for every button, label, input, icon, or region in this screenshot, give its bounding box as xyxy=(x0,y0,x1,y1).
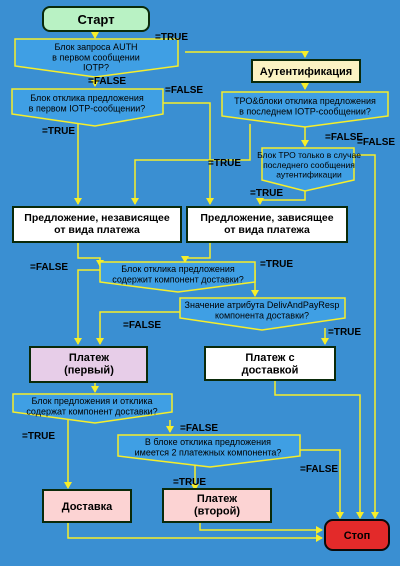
node-delivery: Доставка xyxy=(42,489,132,523)
edge-dtponly-false xyxy=(355,154,379,519)
edge-dtpo-true xyxy=(131,124,251,205)
node-stop: Стоп xyxy=(324,519,390,551)
label-false-attr: =FALSE xyxy=(123,320,161,331)
decision-auth-block-text-line: Блок запроса AUTH xyxy=(54,42,137,52)
label-true-two: =TRUE xyxy=(173,477,206,488)
node-payment-second-text-line: (второй) xyxy=(194,506,240,518)
node-payment-first-text-line: (первый) xyxy=(64,365,114,377)
label-true-tpo: =TRUE xyxy=(208,158,241,169)
decision-tpo-only-text-line: аутентификации xyxy=(276,170,342,180)
decision-offer-delivery-text-line: содержат компонент доставки? xyxy=(26,406,157,416)
label-false-tpo: =FALSE xyxy=(325,132,363,143)
decision-auth-block-text-line: в первом сообщении xyxy=(52,52,140,62)
node-start-label: Старт xyxy=(77,12,114,27)
decision-tpo-only-text-line: Блок ТРО только в случае xyxy=(257,150,361,160)
decision-two-payments-text-line: имеется 2 платежных компонента? xyxy=(135,447,282,457)
node-offer-independent-text-line: Предложение, независящее xyxy=(24,212,170,224)
label-true-tpo-only: =TRUE xyxy=(250,188,283,199)
edge-dattr-false xyxy=(96,311,180,345)
label-true-offer-delivery: =TRUE xyxy=(22,431,55,442)
edge-paydel-stop xyxy=(274,380,364,519)
node-authentication: Аутентификация xyxy=(251,59,361,83)
edge-dep-ddel xyxy=(181,242,211,263)
branch-labels: =TRUE =FALSE =FALSE =TRUE =FALSE =FALSE … xyxy=(22,32,395,488)
edge-dtwo-false xyxy=(300,449,344,519)
label-false-auth: =FALSE xyxy=(88,76,126,87)
label-true-delivery: =TRUE xyxy=(260,259,293,270)
label-false-offer: =FALSE xyxy=(165,85,203,96)
decision-offer-first-text-line: Блок отклика предложения xyxy=(30,93,144,103)
node-delivery-label: Доставка xyxy=(62,501,113,513)
decision-tpo-only-text-line: последнего сообщения xyxy=(263,160,355,170)
decision-attribute-text-line: Значение атрибута DelivAndPayResp xyxy=(185,300,340,310)
node-payment-delivery-text-line: доставкой xyxy=(242,365,299,377)
label-false-offer-delivery: =FALSE xyxy=(180,423,218,434)
node-payment-second-text: Платеж(второй) xyxy=(194,493,240,518)
label-true-attr: =TRUE xyxy=(328,327,361,338)
node-stop-label: Стоп xyxy=(344,530,371,542)
edge-dtponly-true xyxy=(256,188,306,205)
node-offer-dependent-text-line: Предложение, зависящее xyxy=(200,212,333,224)
edge-delivery-stop xyxy=(67,522,323,542)
node-payment-first: Платеж(первый) xyxy=(29,346,148,383)
decision-two-payments-text-line: В блоке отклика предложения xyxy=(145,437,271,447)
label-false-delivery: =FALSE xyxy=(30,262,68,273)
label-false-tpo-only: =FALSE xyxy=(357,137,395,148)
decision-auth-block-text-line: IOTP? xyxy=(83,63,109,73)
node-payment-first-text-line: Платеж xyxy=(69,352,109,364)
label-false-two: =FALSE xyxy=(300,464,338,475)
decision-delivery-component-text-line: Блок отклика предложения xyxy=(121,264,235,274)
node-payment-delivery-text-line: Платеж с xyxy=(245,352,294,364)
node-payment-second: Платеж(второй) xyxy=(162,488,272,523)
edge-ddel-false xyxy=(74,269,100,345)
label-true-offer: =TRUE xyxy=(42,126,75,137)
decision-offer-delivery-text-line: Блок предложения и отклика xyxy=(31,396,152,406)
node-offer-independent-text-line: от вида платежа xyxy=(54,224,140,236)
edge-dauth-true-auth xyxy=(185,51,309,58)
decision-delivery-component-text-line: содержит компонент доставки? xyxy=(112,274,244,284)
decision-offer-first-text-line: в первом IOTP-сообщении? xyxy=(29,103,146,113)
node-offer-dependent-text-line: от вида платежа xyxy=(224,224,310,236)
label-true-auth: =TRUE xyxy=(155,32,188,43)
decision-attribute-text-line: компонента доставки? xyxy=(215,310,309,320)
decision-tpo-last-text-line: в последнем IOTP-сообщении? xyxy=(239,106,371,116)
node-start: Старт xyxy=(42,6,150,32)
edge-paysecond-stop xyxy=(199,522,323,534)
node-authentication-label: Аутентификация xyxy=(260,66,352,78)
decision-tpo-last-text-line: ТРО&блоки отклика предложения xyxy=(234,96,376,106)
node-payment-first-text: Платеж(первый) xyxy=(64,352,114,377)
edge-doffer-false xyxy=(162,102,214,205)
node-payment-second-text-line: Платеж xyxy=(197,493,237,505)
